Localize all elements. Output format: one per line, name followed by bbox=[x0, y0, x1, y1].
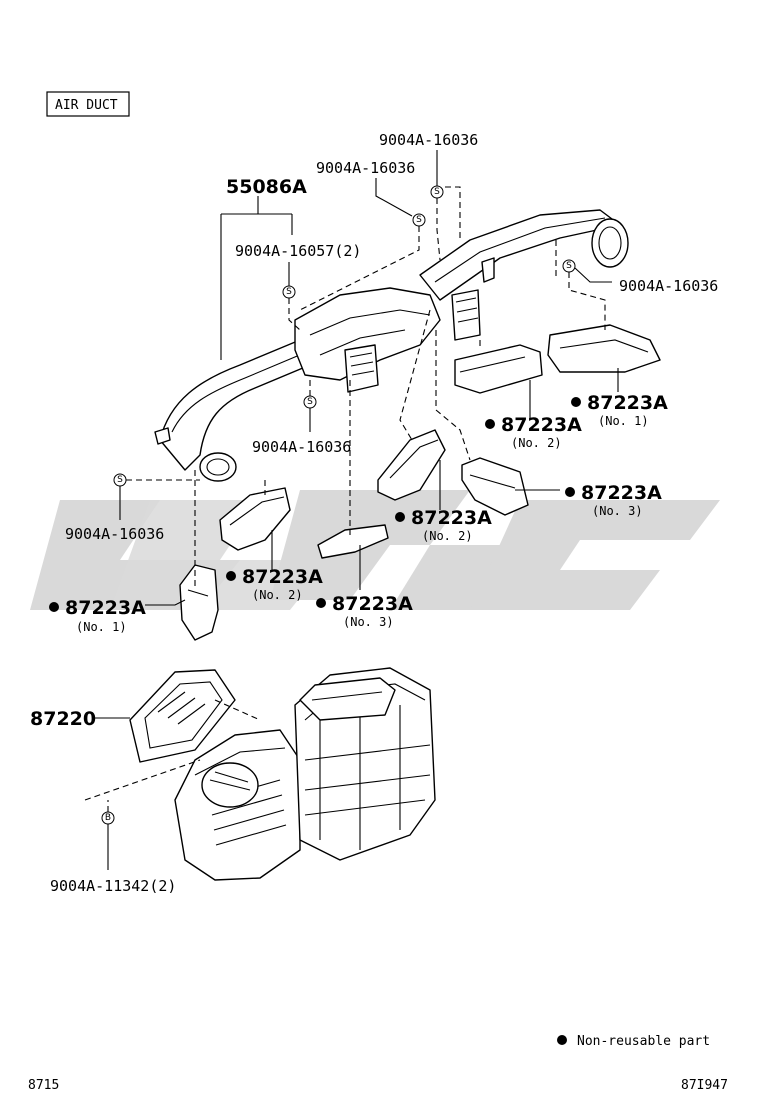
seal-87223A-no1-right bbox=[547, 324, 661, 373]
air-duct-55086A bbox=[154, 209, 629, 482]
seal-87223A-no3-right bbox=[461, 457, 529, 516]
footer-right: 87I947 bbox=[681, 1078, 728, 1093]
seal-87223A-no2-center bbox=[454, 344, 543, 394]
callout-9004A-16036-top2: 9004A-16036 bbox=[316, 159, 415, 177]
callout-87223A-left-no2-sub: (No. 2) bbox=[252, 588, 303, 602]
screw-symbols: S S S S S S B bbox=[101, 185, 576, 825]
svg-text:B: B bbox=[105, 813, 111, 823]
non-reusable-dot bbox=[565, 487, 575, 497]
non-reusable-dot bbox=[395, 512, 405, 522]
filter-87220 bbox=[129, 669, 236, 763]
svg-text:S: S bbox=[416, 215, 422, 225]
callout-9004A-16036-left: 9004A-16036 bbox=[65, 525, 164, 543]
callout-87220: 87220 bbox=[30, 708, 96, 730]
callout-55086A: 55086A bbox=[226, 176, 307, 198]
callout-87223A-left-no1-sub: (No. 1) bbox=[76, 620, 127, 634]
callout-9004A-16036-mid: 9004A-16036 bbox=[252, 438, 351, 456]
callout-87223A-mid-no2: 87223A bbox=[411, 507, 492, 529]
callout-87223A-mid-no2-sub: (No. 2) bbox=[422, 529, 473, 543]
callout-9004A-16036-top1: 9004A-16036 bbox=[379, 131, 478, 149]
footer-left: 8715 bbox=[28, 1078, 59, 1093]
svg-text:S: S bbox=[307, 397, 313, 407]
callout-87223A-right-no3-sub: (No. 3) bbox=[592, 504, 643, 518]
callout-87223A-right-no1: 87223A bbox=[587, 392, 668, 414]
callout-9004A-16036-right: 9004A-16036 bbox=[619, 277, 718, 295]
callout-9004A-16057: 9004A-16057(2) bbox=[235, 242, 361, 260]
svg-text:S: S bbox=[286, 287, 292, 297]
non-reusable-dot bbox=[316, 598, 326, 608]
svg-text:S: S bbox=[566, 261, 572, 271]
callout-87223A-right-no3: 87223A bbox=[581, 482, 662, 504]
svg-text:S: S bbox=[434, 187, 440, 197]
section-label-box bbox=[46, 91, 130, 117]
callout-9004A-11342: 9004A-11342(2) bbox=[50, 877, 176, 895]
legend-text: Non-reusable part bbox=[577, 1034, 710, 1049]
seal-87223A-no1-left bbox=[179, 564, 219, 641]
callout-87223A-center-no2: 87223A bbox=[501, 414, 582, 436]
callout-87223A-mid-no3: 87223A bbox=[332, 593, 413, 615]
seal-87223A-no2-mid bbox=[377, 429, 446, 501]
non-reusable-dot bbox=[226, 571, 236, 581]
callout-87223A-right-no1-sub: (No. 1) bbox=[598, 414, 649, 428]
heater-unit bbox=[174, 667, 436, 881]
non-reusable-dot bbox=[49, 602, 59, 612]
callout-87223A-mid-no3-sub: (No. 3) bbox=[343, 615, 394, 629]
callout-87223A-center-no2-sub: (No. 2) bbox=[511, 436, 562, 450]
seal-87223A-no2-left bbox=[219, 487, 291, 551]
non-reusable-dot bbox=[485, 419, 495, 429]
non-reusable-dot bbox=[571, 397, 581, 407]
legend-dot bbox=[557, 1035, 567, 1045]
callout-87223A-left-no2: 87223A bbox=[242, 566, 323, 588]
seal-87223A-no3-mid bbox=[317, 524, 389, 559]
leader-lines bbox=[93, 150, 619, 870]
callout-87223A-left-no1: 87223A bbox=[65, 597, 146, 619]
svg-text:S: S bbox=[117, 475, 123, 485]
section-label: AIR DUCT bbox=[55, 98, 118, 113]
assembly-lines bbox=[84, 186, 606, 812]
